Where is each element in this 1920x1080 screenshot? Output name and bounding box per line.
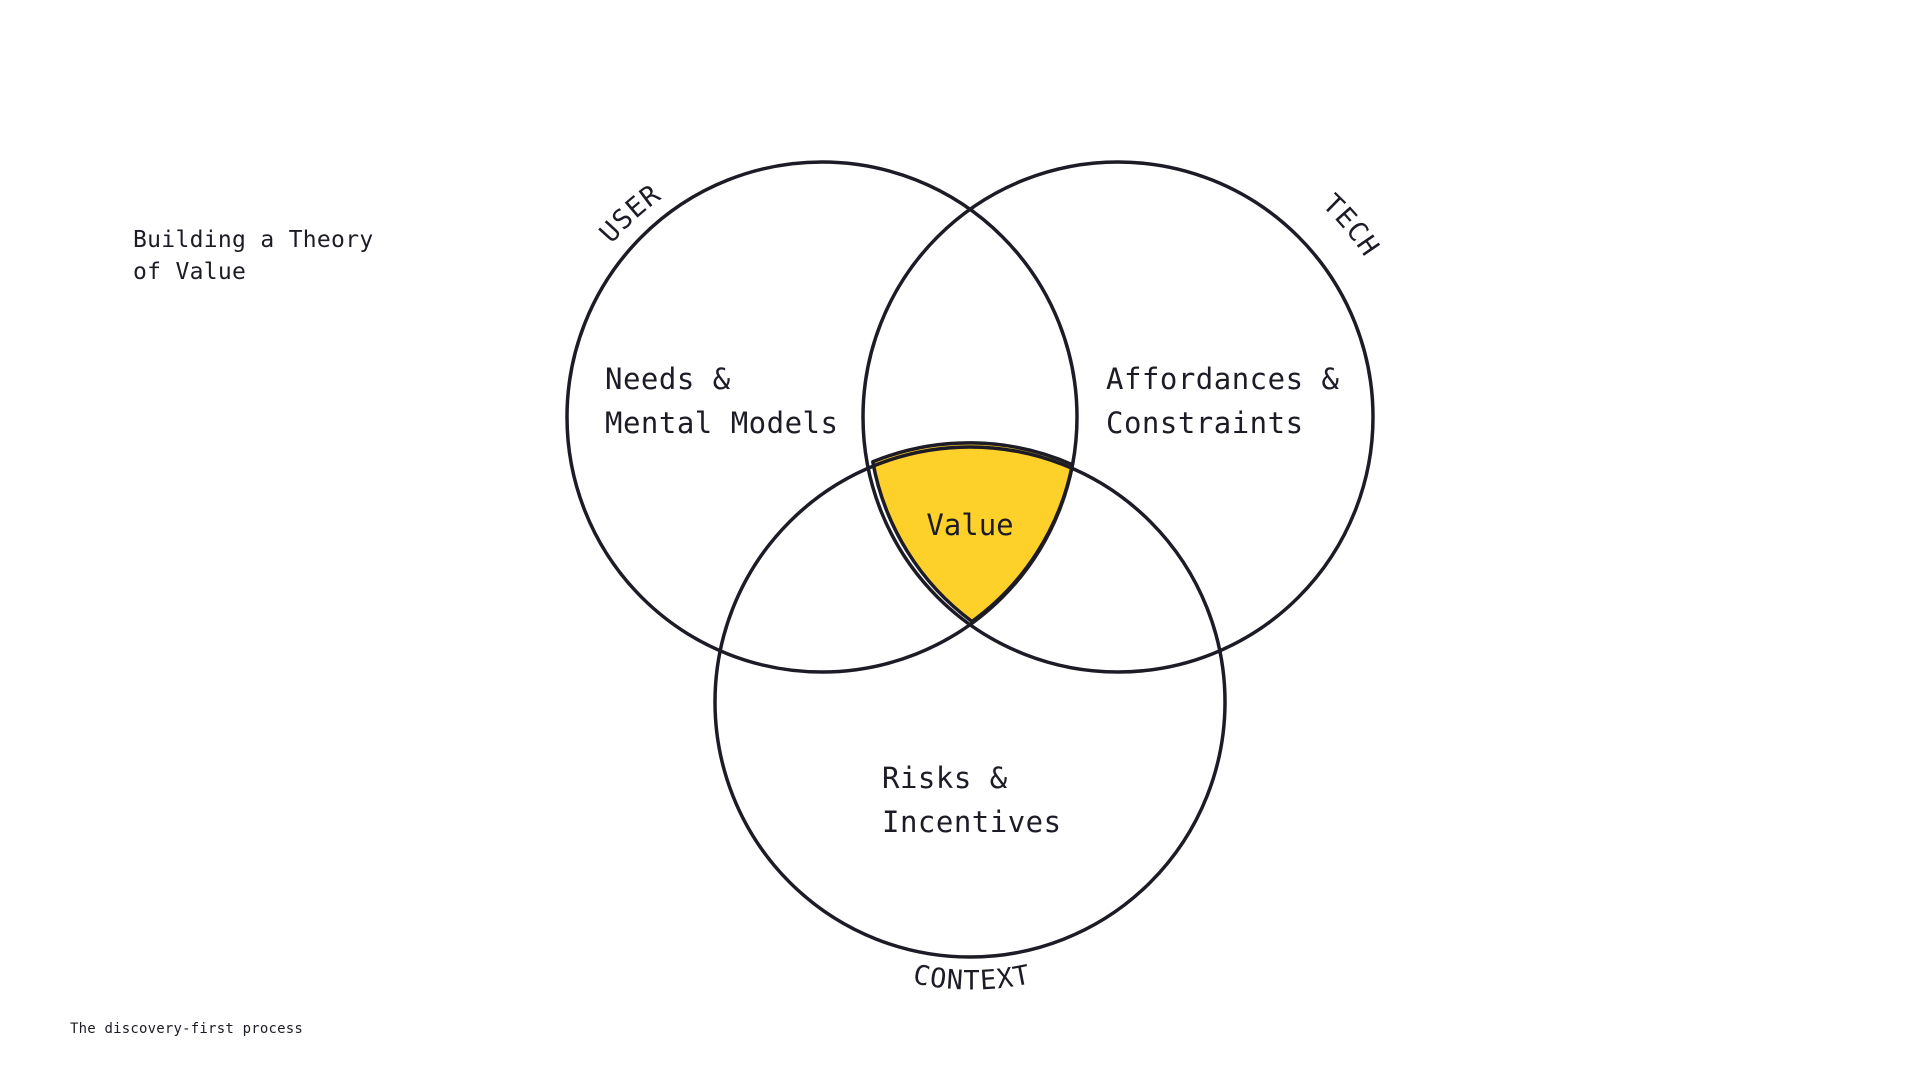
tech-region-text-line-1: Affordances &	[1106, 362, 1340, 396]
tech-circle	[861, 160, 1375, 674]
context-region-text-line-1: Risks &	[882, 761, 1008, 795]
user-circle	[565, 160, 1079, 674]
slide-title-line-1: Building a Theory	[133, 227, 374, 253]
footer-note: The discovery-first process	[70, 1021, 303, 1037]
slide-title: Building a Theory of Value	[133, 224, 374, 288]
slide-title-line-2: of Value	[133, 259, 247, 285]
user-region-text-line-1: Needs &	[605, 362, 731, 396]
context-label: CONTEXT	[911, 959, 1034, 996]
user-label: USER	[594, 179, 667, 249]
tech-label: TECH	[1316, 188, 1385, 262]
context-circle	[713, 445, 1227, 959]
tech-region-text-line-2: Constraints	[1106, 406, 1304, 440]
user-region-text-line-2: Mental Models	[605, 406, 838, 440]
context-region-text-line-2: Incentives	[882, 805, 1062, 839]
value-label: Value	[926, 508, 1013, 542]
